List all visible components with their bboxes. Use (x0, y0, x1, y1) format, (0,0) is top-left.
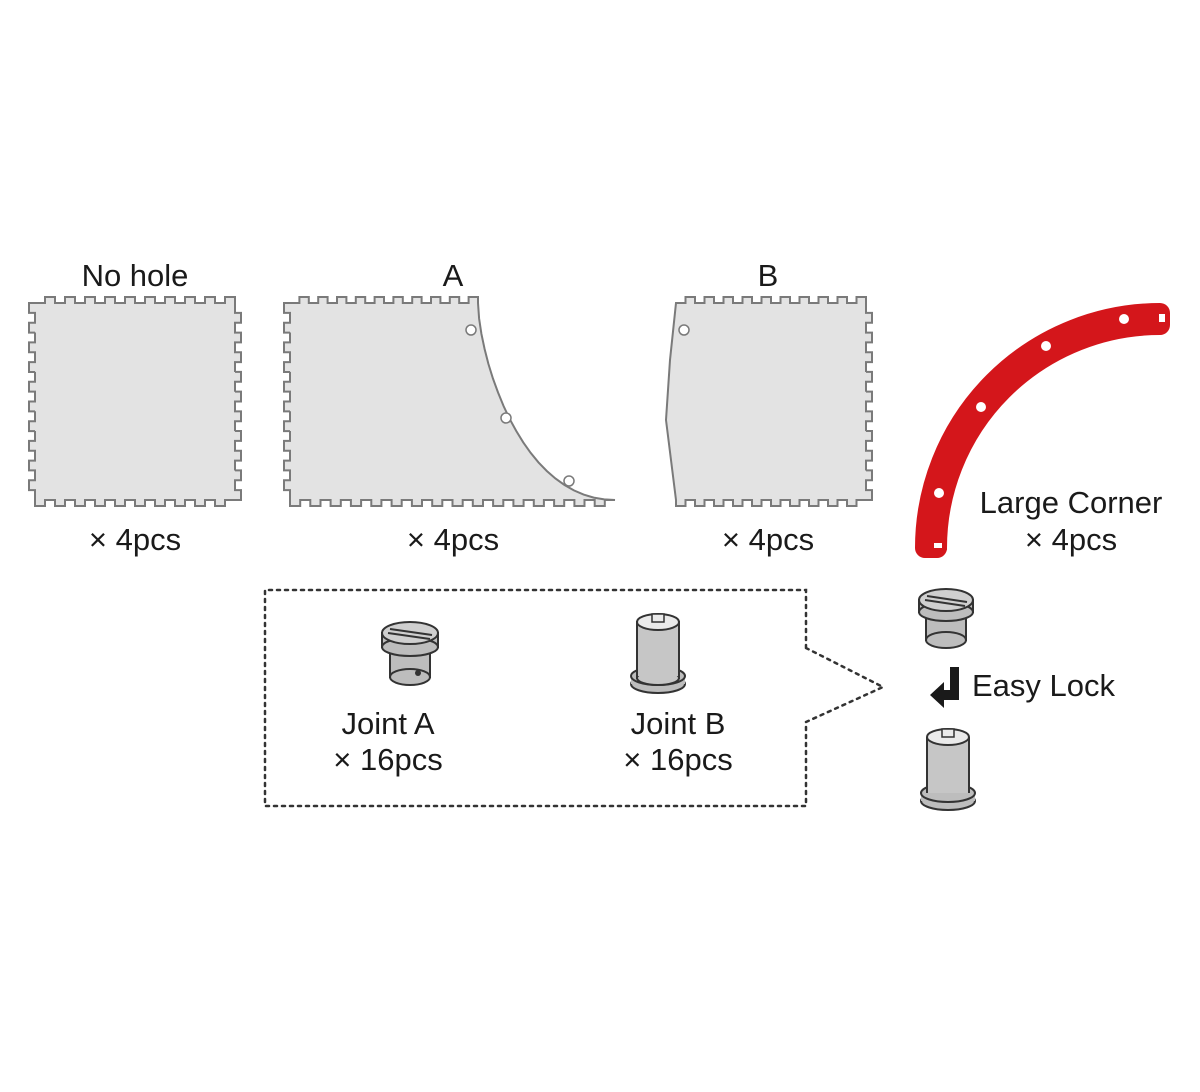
easy-lock-arrow-icon (930, 667, 959, 708)
easy-lock-joint-b-icon (920, 728, 976, 811)
easy-lock-joint-a-icon (918, 588, 974, 649)
panel-a (283, 296, 616, 507)
panel-a-hole (563, 475, 575, 487)
panel-no-hole-qty: × 4pcs (88, 522, 182, 557)
large-corner-hole (1119, 314, 1129, 324)
panel-a-hole (465, 324, 477, 336)
joint-b-icon (630, 613, 686, 694)
panel-b-title: B (757, 258, 779, 293)
joints-callout (263, 588, 886, 808)
joint-a-qty: × 16pcs (333, 742, 443, 777)
large-corner-hole (976, 402, 986, 412)
large-corner (915, 303, 1170, 558)
large-corner-hole (1041, 341, 1051, 351)
easy-lock-label: Easy Lock (972, 668, 1116, 703)
joint-b-title: Joint B (630, 706, 726, 741)
panel-b (664, 296, 873, 507)
joint-b-qty: × 16pcs (623, 742, 733, 777)
panel-no-hole-title: No hole (81, 258, 189, 293)
large-corner-qty: × 4pcs (1024, 522, 1118, 557)
large-corner-hole (934, 488, 944, 498)
large-corner-title: Large Corner (979, 485, 1163, 520)
panel-b-qty: × 4pcs (721, 522, 815, 557)
panel-no-hole (28, 296, 242, 507)
panel-a-hole (500, 412, 512, 424)
panel-a-qty: × 4pcs (406, 522, 500, 557)
joint-a-icon (381, 621, 439, 686)
panel-a-title: A (442, 258, 464, 293)
joint-a-title: Joint A (341, 706, 435, 741)
panel-b-hole (678, 324, 690, 336)
